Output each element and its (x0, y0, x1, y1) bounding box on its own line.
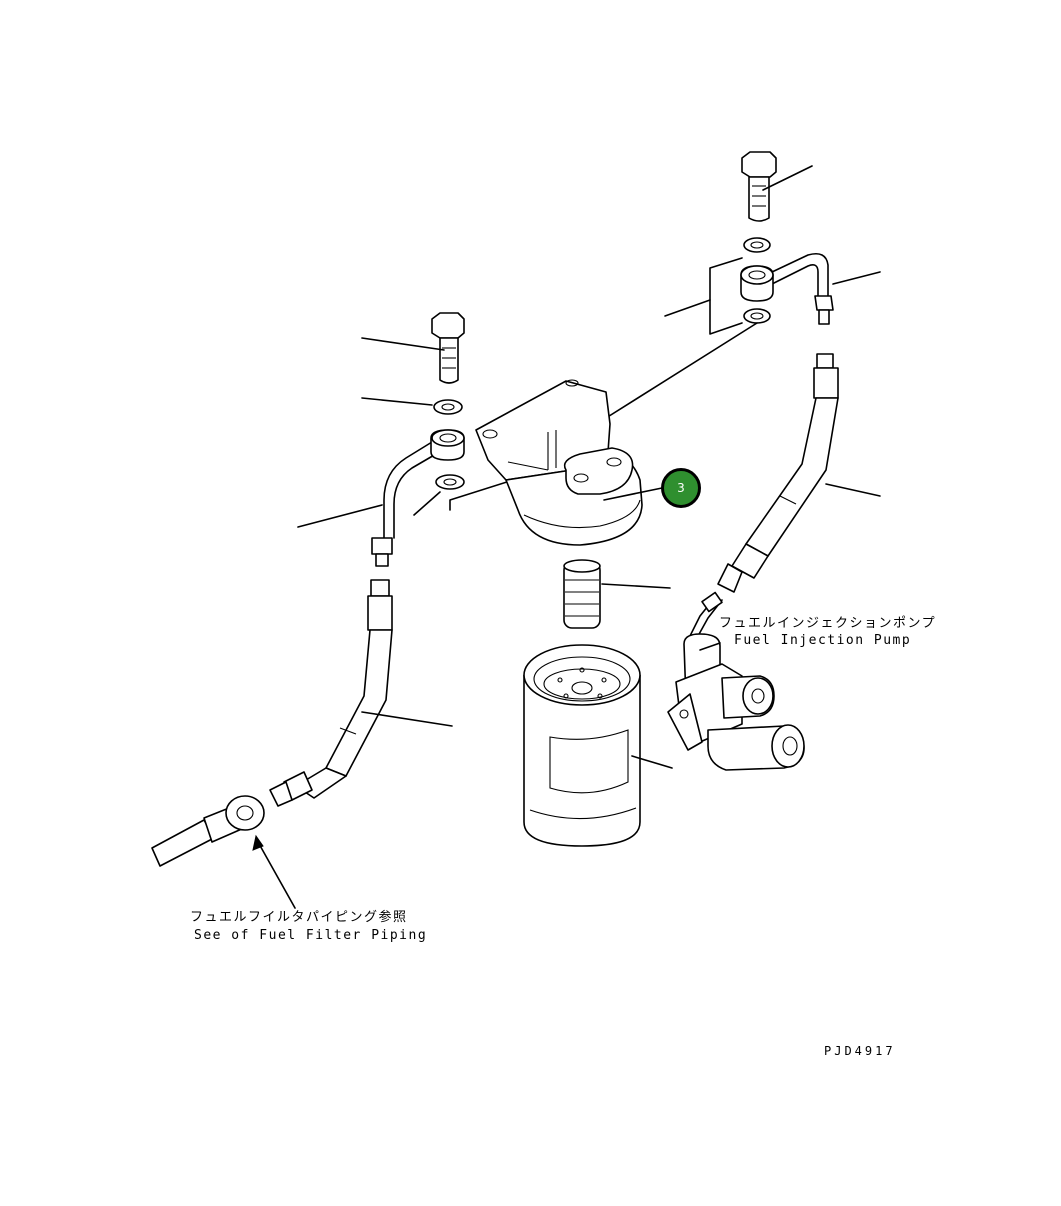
drawing-id: PJD4917 (824, 1044, 896, 1058)
left-bolt (431, 312, 465, 384)
fuel-filter-cartridge (523, 644, 641, 847)
upper-bolt (741, 151, 777, 222)
right-hose (689, 353, 839, 637)
filter-piping-ref-jp: フュエルフイルタパイピング参照 (190, 910, 408, 925)
filter-head (475, 379, 643, 546)
filter-piping-ref-en: See of Fuel Filter Piping (194, 928, 428, 943)
callout-number: 3 (677, 481, 685, 495)
upper-banjo-pipe (740, 252, 834, 325)
pump-label-en: Fuel Injection Pump (734, 633, 912, 648)
left-hose (269, 579, 393, 807)
nipple (563, 559, 601, 629)
pump-label-jp: フュエルインジェクションポンプ (719, 616, 937, 631)
fuel-injection-pump (667, 633, 805, 771)
left-banjo-pipe (371, 429, 465, 567)
callout-item-3[interactable]: 3 (661, 468, 701, 508)
fuel-filter-pipe-stub (151, 795, 265, 867)
